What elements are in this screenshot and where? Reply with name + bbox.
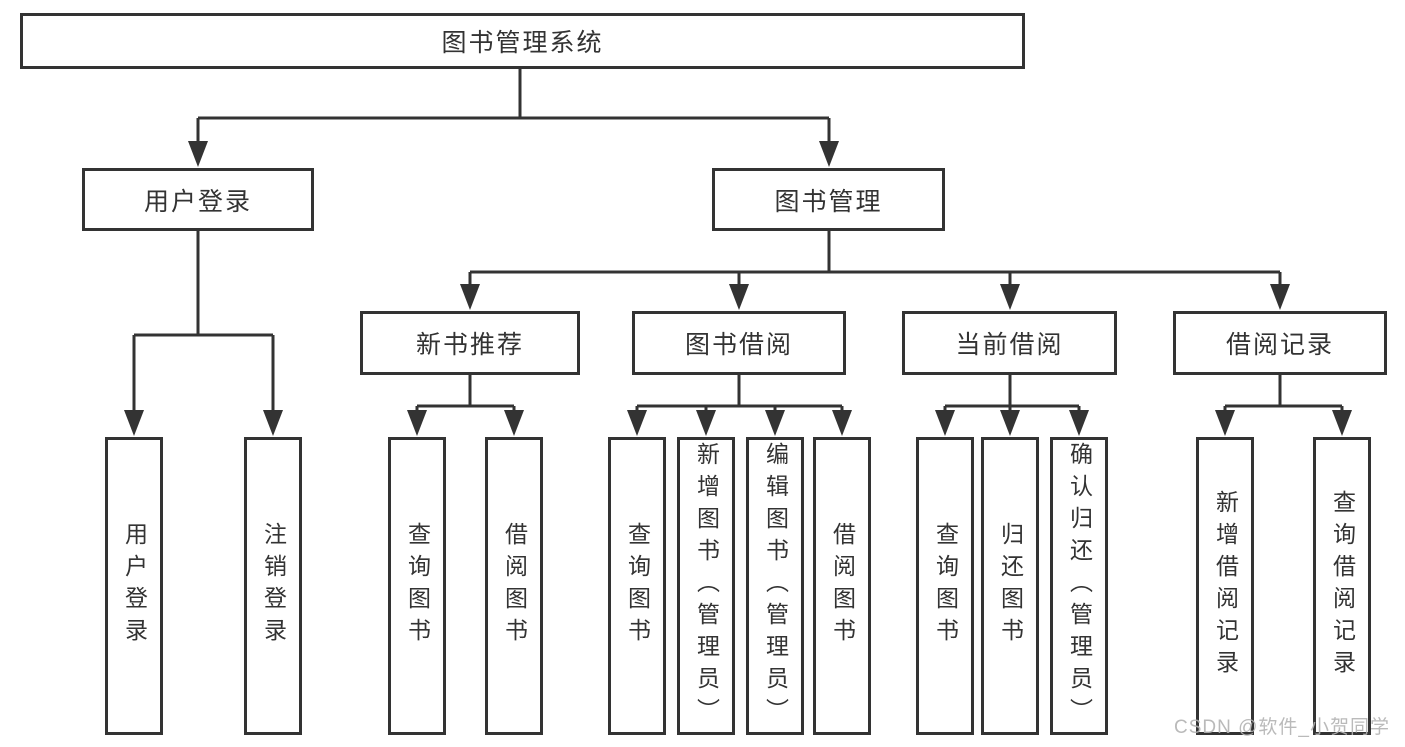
leaf-query-borrowing-record: 查询借阅记录	[1313, 437, 1371, 735]
node-label: 图书管理	[774, 187, 883, 216]
csdn-watermark: CSDN @软件_小贺同学	[1174, 717, 1390, 738]
node-label: 编辑图书（管理员）	[762, 442, 789, 730]
node-book-borrowing: 图书借阅	[632, 311, 846, 375]
node-label: 新书推荐	[415, 331, 524, 359]
node-label: 当前借阅	[955, 331, 1064, 359]
node-label: 图书管理系统	[441, 29, 604, 57]
node-book-management: 图书管理	[712, 168, 945, 231]
node-label: 查询图书	[624, 522, 651, 650]
leaf-add-books-admin: 新增图书（管理员）	[677, 437, 735, 735]
leaf-borrow-books-borrowing: 借阅图书	[813, 437, 871, 735]
leaf-query-books-borrowing: 查询图书	[608, 437, 666, 735]
node-label: 用户登录	[121, 522, 148, 650]
leaf-return-books: 归还图书	[981, 437, 1039, 735]
node-user-login: 用户登录	[82, 168, 314, 231]
node-label: 借阅图书	[501, 522, 528, 650]
leaf-confirm-return-admin: 确认归还（管理员）	[1050, 437, 1108, 735]
leaf-add-borrowing-record: 新增借阅记录	[1196, 437, 1254, 735]
node-label: 新增图书（管理员）	[693, 442, 720, 730]
node-label: 查询图书	[932, 522, 959, 650]
node-label: 归还图书	[997, 522, 1024, 650]
node-label: 确认归还（管理员）	[1066, 442, 1093, 730]
leaf-user-login: 用户登录	[105, 437, 163, 735]
node-label: 新增借阅记录	[1212, 490, 1239, 682]
leaf-logout: 注销登录	[244, 437, 302, 735]
node-label: 借阅记录	[1225, 331, 1334, 359]
leaf-edit-books-admin: 编辑图书（管理员）	[746, 437, 804, 735]
node-label: 用户登录	[143, 187, 252, 216]
node-library-management-system: 图书管理系统	[20, 13, 1025, 69]
node-borrowing-records: 借阅记录	[1173, 311, 1387, 375]
node-current-borrowing: 当前借阅	[902, 311, 1117, 375]
node-label: 借阅图书	[829, 522, 856, 650]
node-label: 查询借阅记录	[1329, 490, 1356, 682]
leaf-borrow-books-recommend: 借阅图书	[485, 437, 543, 735]
node-label: 图书借阅	[684, 331, 793, 359]
leaf-query-books-recommend: 查询图书	[388, 437, 446, 735]
node-label: 查询图书	[404, 522, 431, 650]
leaf-query-books-current: 查询图书	[916, 437, 974, 735]
node-label: 注销登录	[260, 522, 287, 650]
node-new-book-recommendation: 新书推荐	[360, 311, 580, 375]
